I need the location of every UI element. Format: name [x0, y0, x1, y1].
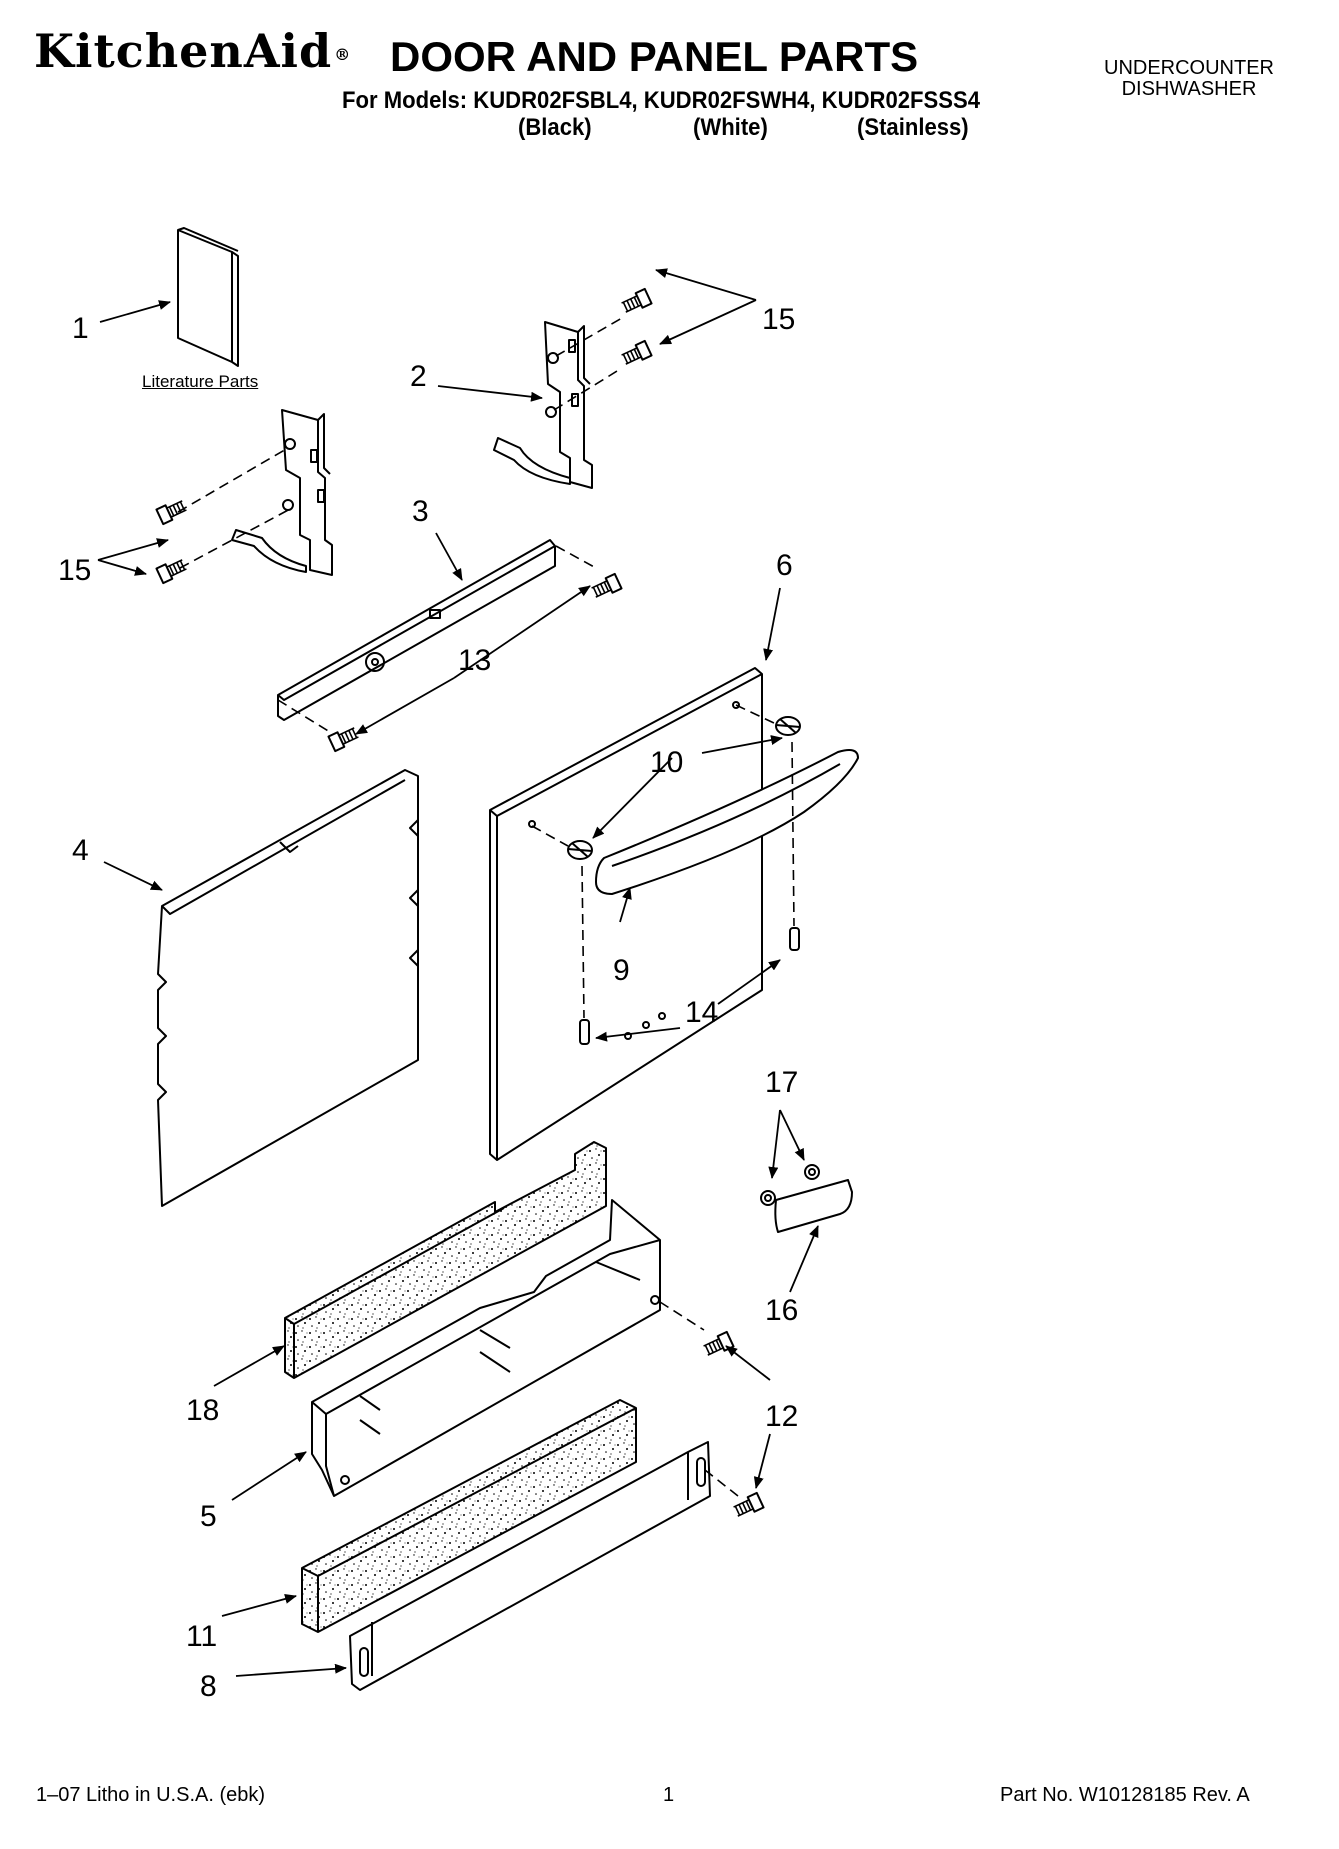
- trim-nuts: [760, 1164, 820, 1206]
- brand-name: KitchenAid: [34, 24, 333, 78]
- insulation-strip-upper: [284, 1141, 607, 1379]
- toe-panel-screws: [701, 1330, 765, 1520]
- callout-6: 6: [776, 549, 793, 582]
- page-number: 1: [663, 1784, 675, 1806]
- callout-11: 11: [186, 1620, 218, 1653]
- registered-mark: ®: [334, 45, 352, 64]
- assembly-lines: [177, 317, 795, 1497]
- category-label: UNDERCOUNTER DISHWASHER: [1104, 58, 1274, 100]
- callout-13: 13: [458, 644, 492, 677]
- callout-4: 4: [72, 834, 89, 867]
- literature-parts-label: Literature Parts: [142, 372, 259, 391]
- callout-16: 16: [765, 1294, 799, 1327]
- insulation-strip-lower: [301, 1399, 637, 1633]
- door-strip-bracket: [277, 539, 556, 721]
- callout-9: 9: [613, 954, 630, 987]
- literature-booklet: [177, 227, 239, 367]
- callout-14: 14: [685, 996, 719, 1029]
- hinge-screws-right: [619, 287, 653, 368]
- litho-note: 1–07 Litho in U.S.A. (ebk): [36, 1784, 266, 1806]
- callout-3: 3: [412, 495, 429, 528]
- toe-panel-bracket: [311, 1199, 661, 1497]
- callout-17: 17: [765, 1066, 799, 1099]
- callout-15-left: 15: [58, 554, 92, 587]
- callout-2: 2: [410, 360, 427, 393]
- mounting-studs: [579, 927, 800, 1045]
- category-line-1: UNDERCOUNTER: [1104, 57, 1274, 79]
- callout-8: 8: [200, 1670, 217, 1703]
- callout-15-right: 15: [762, 303, 796, 336]
- inner-door-panel: [157, 769, 419, 1207]
- callout-5: 5: [200, 1500, 217, 1533]
- handle-standoffs: [567, 716, 801, 860]
- callout-18: 18: [186, 1394, 220, 1427]
- hinge-bracket-right: [493, 321, 593, 489]
- callout-1: 1: [72, 312, 89, 345]
- leader-arrows: [97, 268, 819, 1677]
- category-line-2: DISHWASHER: [1121, 78, 1257, 100]
- hinge-bracket-left: [231, 409, 333, 576]
- models-line: For Models: KUDR02FSBL4, KUDR02FSWH4, KU…: [342, 87, 980, 114]
- kick-plate: [349, 1441, 711, 1691]
- part-number: Part No. W10128185 Rev. A: [1000, 1784, 1250, 1806]
- variant-stainless: (Stainless): [857, 114, 969, 141]
- outer-door-panel: [489, 667, 763, 1161]
- variant-white: (White): [693, 114, 768, 141]
- toe-trim: [774, 1179, 853, 1233]
- callout-12: 12: [765, 1400, 799, 1433]
- page-title: DOOR AND PANEL PARTS: [390, 33, 919, 80]
- variant-black: (Black): [518, 114, 592, 141]
- brand-logo: KitchenAid®: [34, 28, 351, 74]
- hinge-screws-left: [155, 497, 189, 585]
- door-handle: [595, 749, 859, 895]
- callout-10: 10: [650, 746, 684, 779]
